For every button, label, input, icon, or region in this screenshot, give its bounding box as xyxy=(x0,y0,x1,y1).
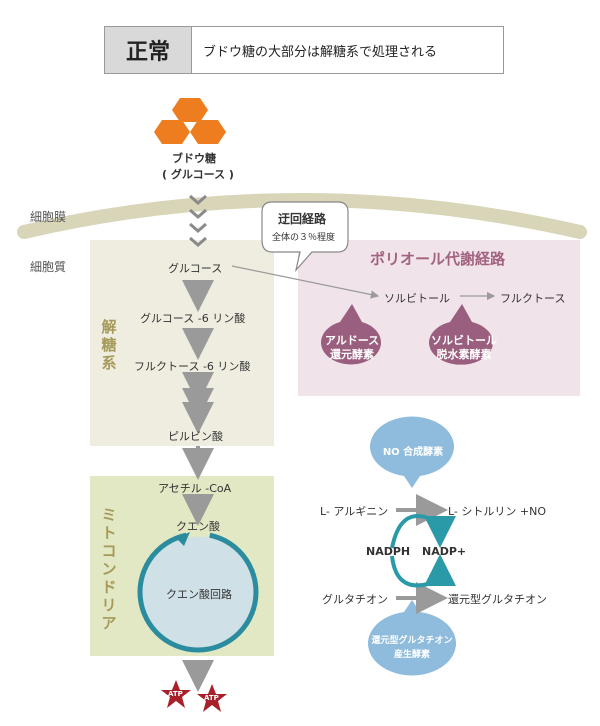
header-description: ブドウ糖の大部分は解糖系で処理される xyxy=(203,44,438,60)
teal-arrow-lower xyxy=(390,554,456,588)
nadp-label: NADP+ xyxy=(422,545,467,558)
atp-label-1: ATP xyxy=(168,690,183,698)
glucose-top-sublabel: ( グルコース ) xyxy=(162,168,234,181)
header-box: 正常 ブドウ糖の大部分は解糖系で処理される xyxy=(104,26,504,74)
reduced-glutathione-label: 還元型グルタチオン xyxy=(448,593,547,606)
enzyme-aldose-label: アルドース 還元酵素 xyxy=(314,334,390,362)
cytoplasm-label: 細胞質 xyxy=(30,260,67,274)
citrate-label: クエン酸 xyxy=(176,520,220,533)
enzyme-sdh-label: ソルビトール 脱水素酵素 xyxy=(424,334,504,362)
enzyme-sdh-line1: ソルビトール xyxy=(431,334,497,347)
nadph-label: NADPH xyxy=(366,545,411,558)
polyol-title: ポリオール代謝経路 xyxy=(370,250,506,268)
enzyme-sdh-line2: 脱水素酵素 xyxy=(436,348,492,361)
sorbitol-label: ソルビトール xyxy=(384,292,450,305)
enzyme-aldose-line2: 還元酵素 xyxy=(330,348,374,361)
glutathione-label: グルタチオン xyxy=(322,593,388,606)
arrow-bypass xyxy=(231,265,380,299)
cell-membrane xyxy=(17,193,587,239)
gsh-enzyme-label: 還元型グルタチオン 産生酵素 xyxy=(366,634,458,662)
enzyme-bubble-aldose xyxy=(321,304,382,365)
gsh-enzyme-line1: 還元型グルタチオン xyxy=(371,636,453,646)
glycolysis-step-4: ピルビン酸 xyxy=(168,430,223,443)
membrane-label: 細胞膜 xyxy=(30,210,67,224)
glycolysis-step-2: グルコース -6 リン酸 xyxy=(140,312,246,325)
no-enzyme-bubble xyxy=(370,416,454,488)
citrulline-label: L- シトルリン +NO xyxy=(448,505,547,518)
glucose-top-label: ブドウ糖 xyxy=(172,152,216,165)
gsh-enzyme-bubble xyxy=(367,600,456,676)
fructose-label: フルクトース xyxy=(500,292,566,305)
no-enzyme-label: NO 合成酵素 xyxy=(382,447,444,458)
citric-cycle-label: クエン酸回路 xyxy=(166,588,232,601)
callout-bubble xyxy=(261,201,349,273)
arginine-label: L- アルギニン xyxy=(320,505,389,518)
enzyme-bubble-sdh xyxy=(429,304,493,365)
glycolysis-step-3: フルクトース -6 リン酸 xyxy=(134,360,251,373)
atp-star-2 xyxy=(197,684,227,712)
teal-arrow-upper xyxy=(390,514,456,549)
glycolysis-step-1: グルコース xyxy=(168,262,223,275)
glycolysis-label: 解糖系 xyxy=(101,318,117,372)
callout-title: 迂回経路 xyxy=(278,212,327,226)
callout-subtitle: 全体の３％程度 xyxy=(272,233,336,243)
membrane-chevrons xyxy=(189,194,207,247)
citric-cycle-arrowhead xyxy=(176,532,190,546)
status-tag: 正常 xyxy=(105,27,192,73)
mitochondria-label: ミトコンドリア xyxy=(101,506,117,632)
acetyl-coa-label: アセチル -CoA xyxy=(158,482,232,495)
glucose-hexagons xyxy=(154,98,226,144)
gsh-enzyme-line2: 産生酵素 xyxy=(393,650,430,660)
enzyme-aldose-line1: アルドース xyxy=(324,334,380,347)
atp-star-1 xyxy=(161,680,191,708)
atp-label-2: ATP xyxy=(204,694,219,702)
